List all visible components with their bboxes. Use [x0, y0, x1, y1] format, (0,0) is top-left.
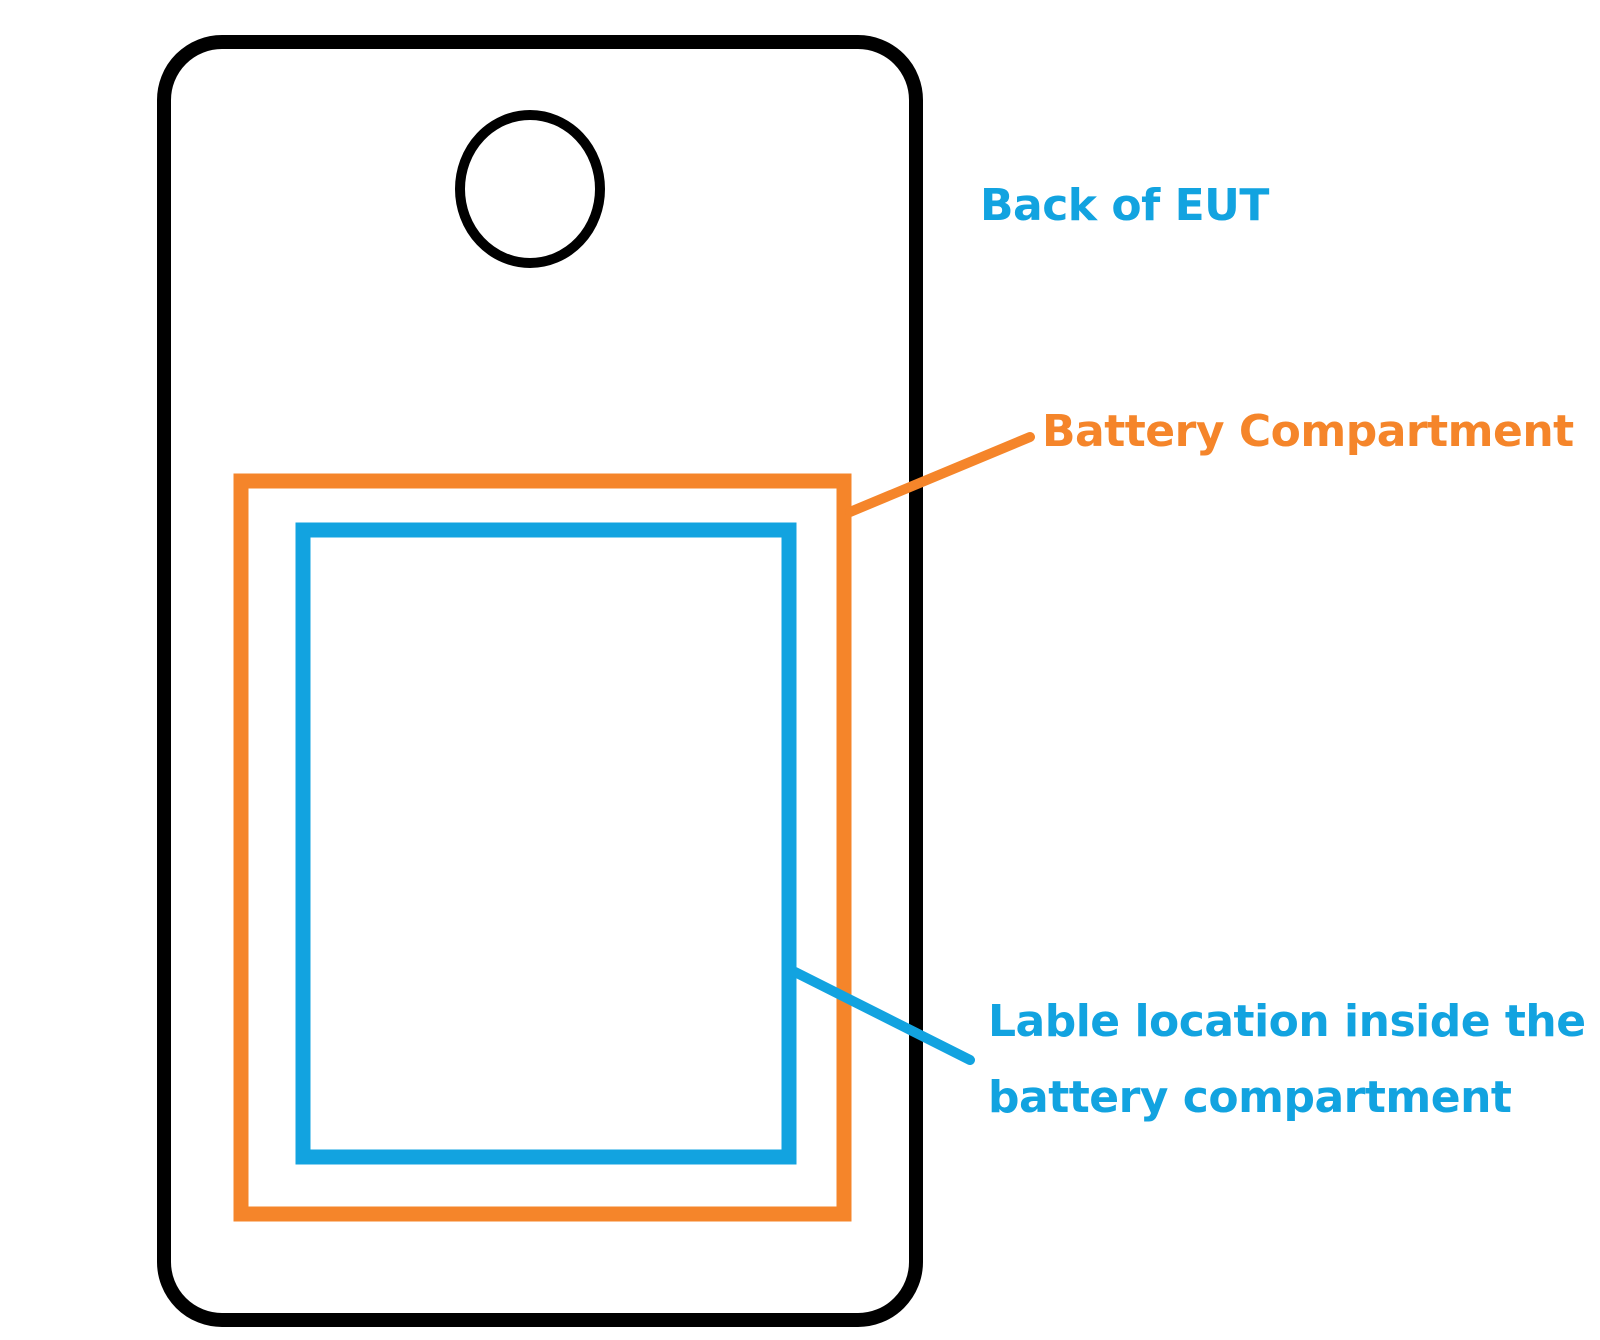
battery-compartment-leader-line: [845, 432, 1035, 517]
label-location-line-2: battery compartment: [988, 1072, 1512, 1123]
battery-compartment-label: Battery Compartment: [1042, 406, 1574, 457]
camera-circle: [455, 110, 605, 268]
back-of-eut-label: Back of EUT: [980, 180, 1269, 231]
battery-compartment-outline: [233, 473, 852, 1222]
label-location-leader-line: [790, 967, 975, 1065]
label-location-outline: [295, 522, 797, 1165]
label-location-text: Lable location inside the battery compar…: [988, 984, 1586, 1136]
label-location-line-1: Lable location inside the: [988, 996, 1586, 1047]
device-body-outline: [157, 35, 923, 1327]
